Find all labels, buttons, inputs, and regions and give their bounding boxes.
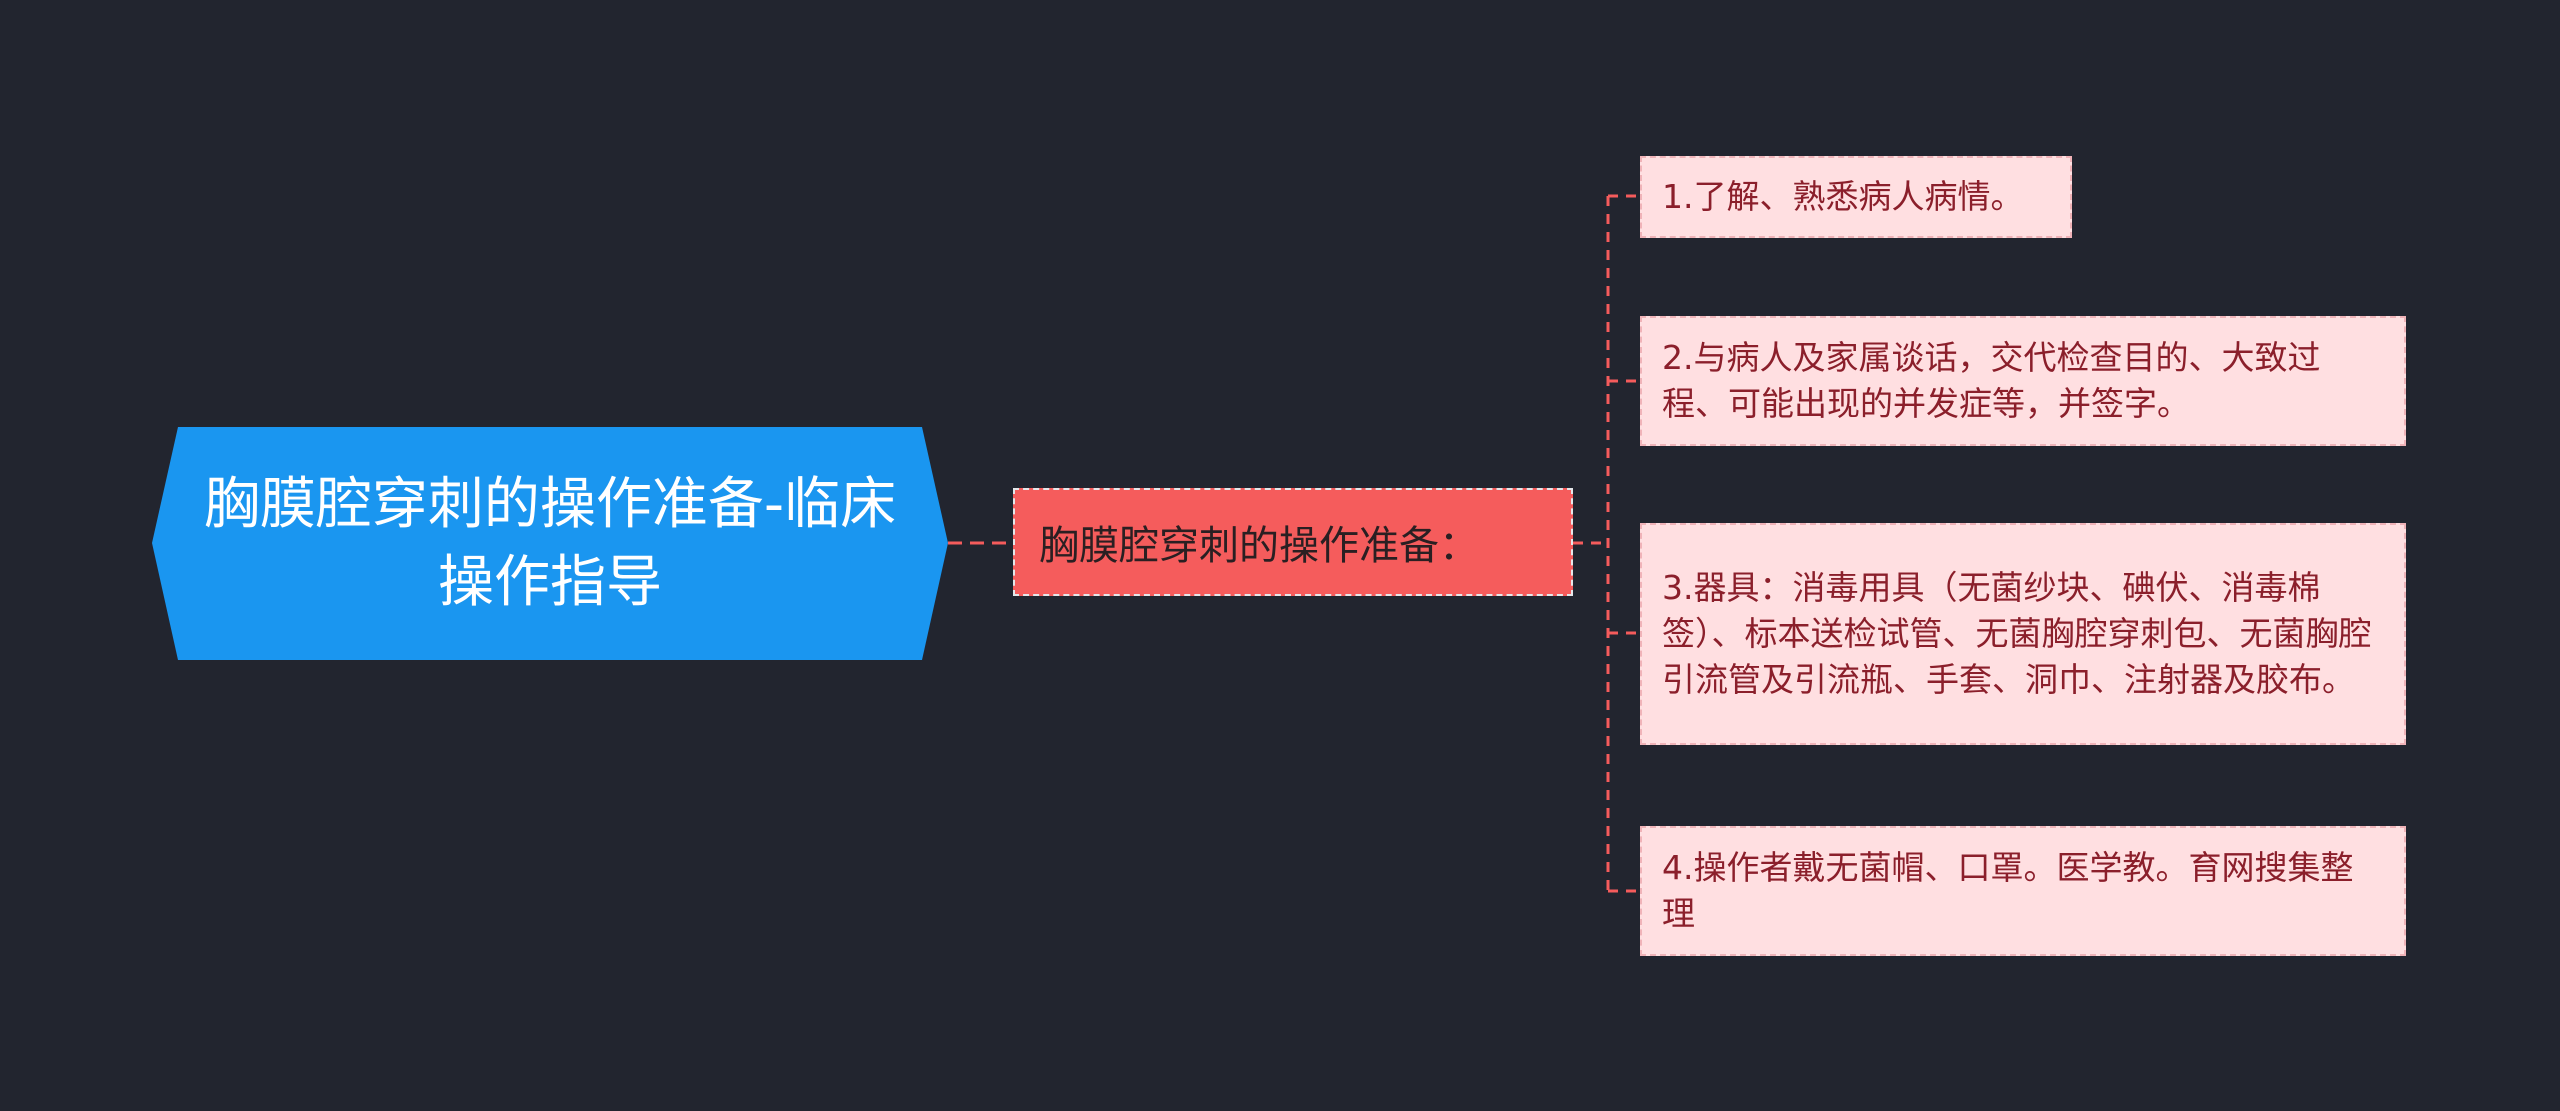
leaf-node-2-text: 2.与病人及家属谈话，交代检查目的、大致过程、可能出现的并发症等，并签字。 bbox=[1662, 338, 2321, 423]
leaf-node-1[interactable]: 1.了解、熟悉病人病情。 bbox=[1640, 156, 2072, 238]
root-node-title: 胸膜腔穿刺的操作准备-临床操作指导 bbox=[203, 471, 897, 615]
branch-node-title: 胸膜腔穿刺的操作准备： bbox=[1039, 523, 1479, 569]
branch-node[interactable]: 胸膜腔穿刺的操作准备： bbox=[1013, 488, 1573, 596]
root-node-shape bbox=[152, 427, 948, 660]
leaf-node-3[interactable]: 3.器具：消毒用具（无菌纱块、碘伏、消毒棉签）、标本送检试管、无菌胸腔穿刺包、无… bbox=[1640, 523, 2406, 745]
leaf-node-1-text: 1.了解、熟悉病人病情。 bbox=[1662, 177, 2024, 216]
leaf-node-4-text: 4.操作者戴无菌帽、口罩。医学教。育网搜集整理 bbox=[1662, 848, 2354, 933]
leaf-node-3-text: 3.器具：消毒用具（无菌纱块、碘伏、消毒棉签）、标本送检试管、无菌胸腔穿刺包、无… bbox=[1662, 568, 2372, 699]
root-node[interactable]: 胸膜腔穿刺的操作准备-临床操作指导 bbox=[152, 427, 948, 660]
leaf-node-4[interactable]: 4.操作者戴无菌帽、口罩。医学教。育网搜集整理 bbox=[1640, 826, 2406, 956]
leaf-node-2[interactable]: 2.与病人及家属谈话，交代检查目的、大致过程、可能出现的并发症等，并签字。 bbox=[1640, 316, 2406, 446]
